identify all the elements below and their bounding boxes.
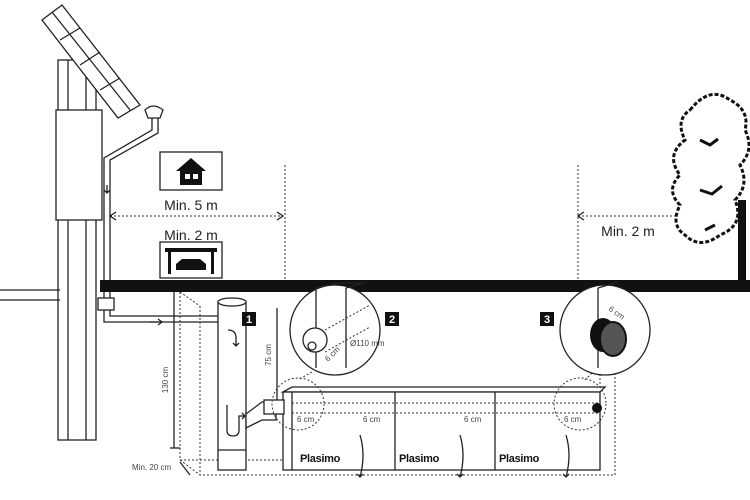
offset-label: 6 cm bbox=[564, 415, 582, 424]
tree-icon bbox=[671, 92, 750, 285]
min-20cm-label: Min. 20 cm bbox=[132, 463, 171, 472]
min-2m-label: Min. 2 m bbox=[164, 227, 218, 243]
pipe-diameter-label: Ø110 mm bbox=[350, 339, 385, 348]
offset-label: 6 cm bbox=[363, 415, 381, 424]
detail-3-end-cap: 6 cm bbox=[559, 281, 651, 381]
house-distance: Min. 5 m bbox=[159, 151, 223, 213]
crate-1-brand: Plasimo bbox=[300, 453, 341, 465]
crate-2-brand: Plasimo bbox=[399, 453, 440, 465]
house-wall bbox=[0, 59, 103, 441]
depth-dimensions: 130 cm 75 cm Min. 20 cm bbox=[132, 292, 278, 476]
ground-line bbox=[100, 280, 750, 292]
downpipe bbox=[97, 105, 220, 326]
marker-1 bbox=[242, 312, 256, 326]
carport-distance: Min. 2 m bbox=[159, 227, 223, 279]
marker-3-label: 3 bbox=[544, 314, 550, 326]
infiltration-crates: Plasimo Plasimo Plasimo 6 cm 6 cm 6 cm 6… bbox=[263, 377, 607, 478]
marker-2 bbox=[385, 312, 399, 326]
tree-min-2m-label: Min. 2 m bbox=[601, 223, 655, 239]
min-5m-label: Min. 5 m bbox=[164, 197, 218, 213]
solar-panel-icon bbox=[41, 4, 141, 119]
offset-label: 6 cm bbox=[464, 415, 482, 424]
depth-130cm: 130 cm bbox=[161, 367, 170, 394]
house-icon bbox=[176, 158, 206, 185]
crate-3-brand: Plasimo bbox=[499, 453, 540, 465]
car-icon bbox=[165, 248, 217, 274]
filter-column bbox=[217, 297, 277, 471]
detail-2-inlet: Ø110 mm 6 cm bbox=[289, 281, 385, 381]
marker-3 bbox=[540, 312, 554, 326]
marker-1-label: 1 bbox=[246, 314, 252, 326]
marker-2-label: 2 bbox=[389, 314, 395, 326]
offset-label: 6 cm bbox=[297, 415, 315, 424]
depth-75cm: 75 cm bbox=[264, 344, 273, 366]
